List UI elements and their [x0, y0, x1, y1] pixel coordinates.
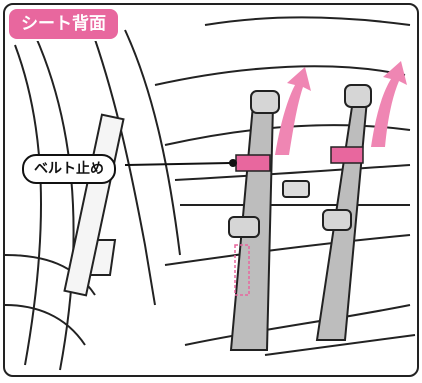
lift-arrow-right [371, 61, 407, 147]
left-belt-strap [228, 90, 280, 351]
stroller-seat-back-illustration [5, 16, 416, 371]
left-belt-stopper [235, 154, 271, 172]
callout-leader [124, 159, 237, 167]
lift-arrow-left [275, 67, 311, 155]
belt-stopper-callout: ベルト止め [22, 154, 116, 184]
right-belt-stopper [330, 146, 364, 164]
section-badge: シート背面 [9, 9, 118, 39]
right-belt-strap [315, 84, 372, 341]
figure-frame: シート背面 ベルト止め [3, 3, 419, 377]
